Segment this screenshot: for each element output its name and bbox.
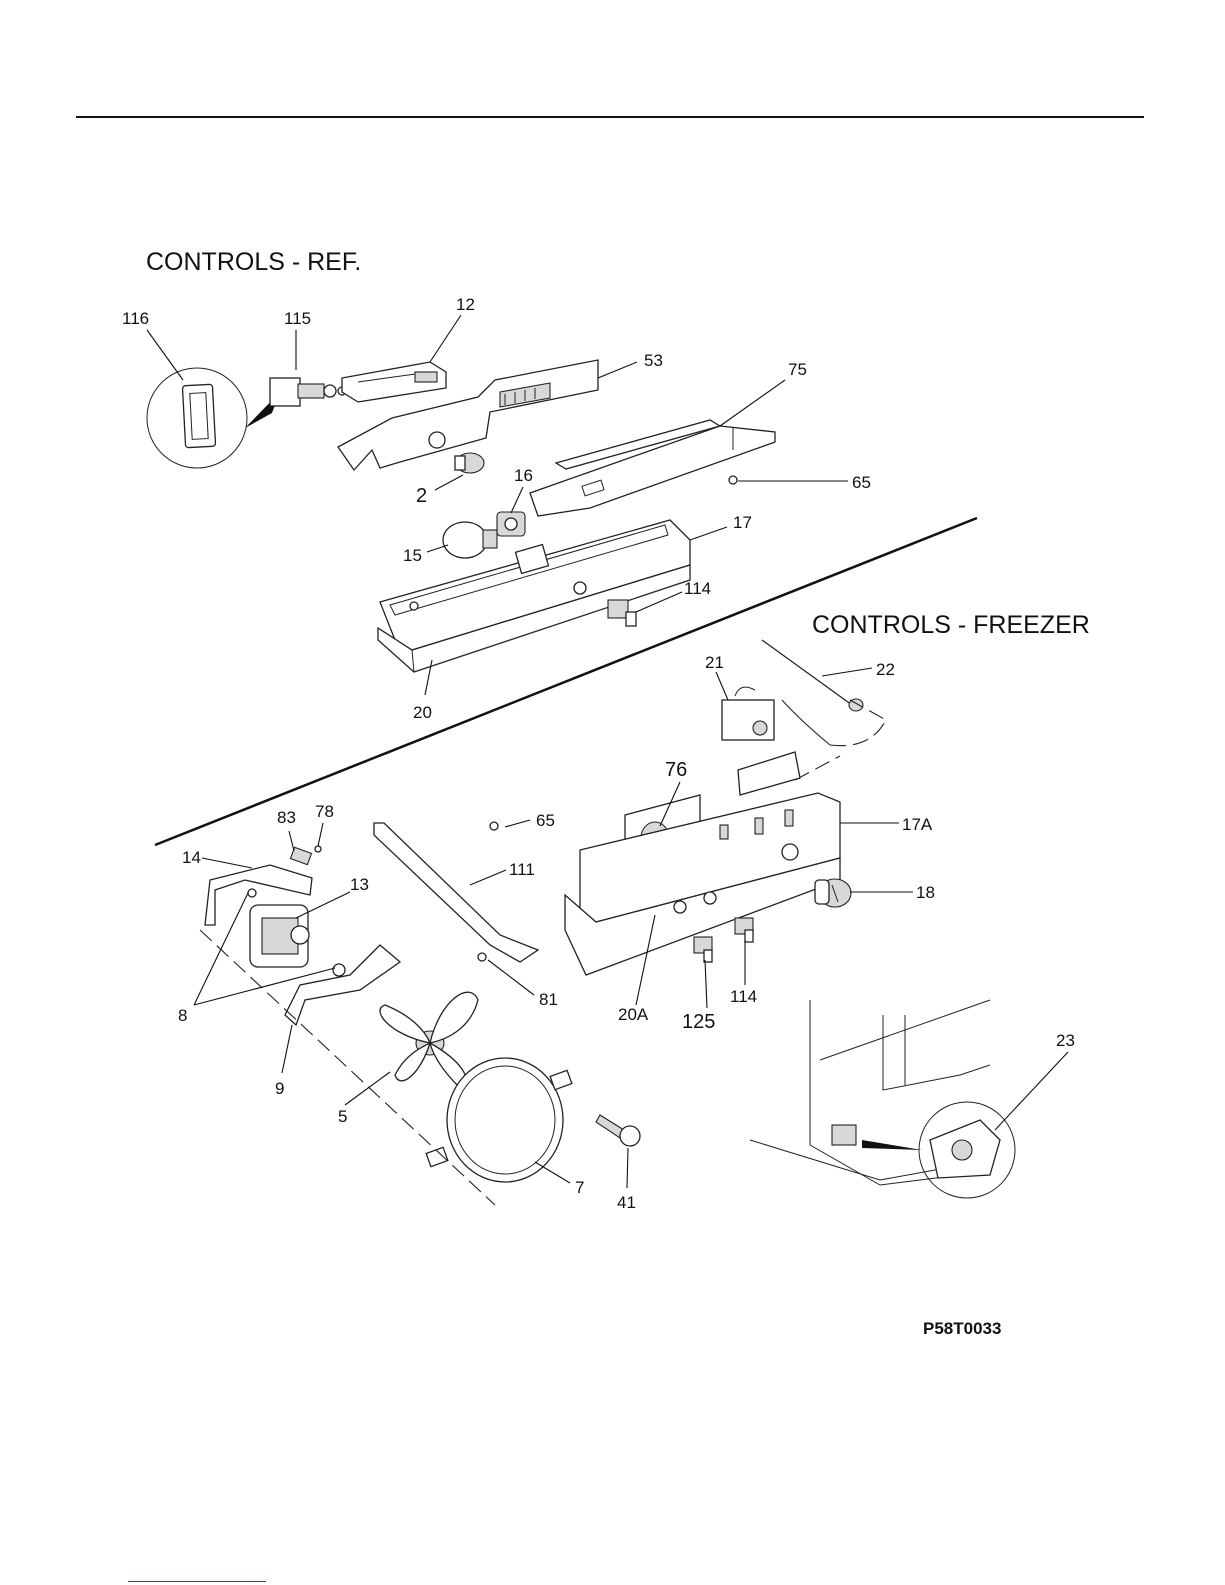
section-title-ref: CONTROLS - REF. <box>146 248 361 276</box>
part-23-cabinet-corner <box>750 1000 1015 1198</box>
callout-14: 14 <box>182 848 201 867</box>
callout-5: 5 <box>338 1107 347 1126</box>
callout-75: 75 <box>788 360 807 379</box>
part-114-thermostat-ref <box>608 600 636 626</box>
part-15-bulb <box>443 522 497 558</box>
callout-15: 15 <box>403 546 422 565</box>
callout-22: 22 <box>876 660 895 679</box>
callout-20A: 20A <box>618 1005 649 1024</box>
callout-7: 7 <box>575 1178 584 1197</box>
part-13-fan-motor <box>250 905 309 967</box>
callout-labels: 116 115 12 53 75 65 2 16 15 17 114 20 21… <box>122 295 1075 1212</box>
callout-111: 111 <box>509 860 535 879</box>
callout-13: 13 <box>350 875 369 894</box>
callout-81: 81 <box>539 990 558 1009</box>
callout-115: 115 <box>284 309 311 328</box>
footer-link-underline[interactable] <box>128 1581 266 1582</box>
callout-78: 78 <box>315 802 334 821</box>
part-7-fan-ring <box>426 1058 572 1182</box>
drawing-id: P58T0033 <box>923 1319 1001 1338</box>
part-116-light-shield <box>147 368 280 468</box>
callout-125: 125 <box>682 1011 715 1033</box>
section-title-freezer: CONTROLS - FREEZER <box>812 611 1090 639</box>
callout-17: 17 <box>733 513 752 532</box>
callout-20: 20 <box>413 703 432 722</box>
callout-17A: 17A <box>902 815 933 834</box>
part-111-brace <box>374 823 538 962</box>
part-21-thermostat-freezer <box>722 687 774 740</box>
callout-65-lower: 65 <box>536 811 555 830</box>
callout-83: 83 <box>277 808 296 827</box>
part-22-capillary-tube <box>762 640 863 745</box>
callout-53: 53 <box>644 351 663 370</box>
part-81-screw <box>478 953 486 961</box>
part-115-light-socket <box>270 378 346 406</box>
part-65-screw-upper <box>729 476 737 484</box>
callout-41: 41 <box>617 1193 636 1212</box>
callout-8: 8 <box>178 1006 187 1025</box>
part-65-screw-lower <box>490 822 498 830</box>
callout-114-ref: 114 <box>684 579 711 598</box>
callout-116: 116 <box>122 309 149 328</box>
part-114-thermostat-freezer <box>735 918 753 942</box>
callout-65-upper: 65 <box>852 473 871 492</box>
callout-18: 18 <box>916 883 935 902</box>
part-2-knob <box>455 453 484 473</box>
callout-2: 2 <box>416 485 427 507</box>
callout-21: 21 <box>705 653 724 672</box>
part-12-switch <box>342 362 446 402</box>
part-75-cover-plate <box>530 420 775 516</box>
callout-16: 16 <box>514 466 533 485</box>
callout-23: 23 <box>1056 1031 1075 1050</box>
leader-lines <box>147 315 1068 1188</box>
callout-76: 76 <box>665 759 687 781</box>
callout-9: 9 <box>275 1079 284 1098</box>
part-18-knob <box>815 879 851 907</box>
part-125-switch <box>694 937 712 962</box>
part-5-fan-blade <box>380 992 478 1088</box>
part-41-screw <box>596 1115 640 1146</box>
callout-12: 12 <box>456 295 475 314</box>
part-78-screw <box>315 846 321 852</box>
part-16-lamp-socket <box>497 512 525 536</box>
callout-114-freezer: 114 <box>730 987 757 1006</box>
